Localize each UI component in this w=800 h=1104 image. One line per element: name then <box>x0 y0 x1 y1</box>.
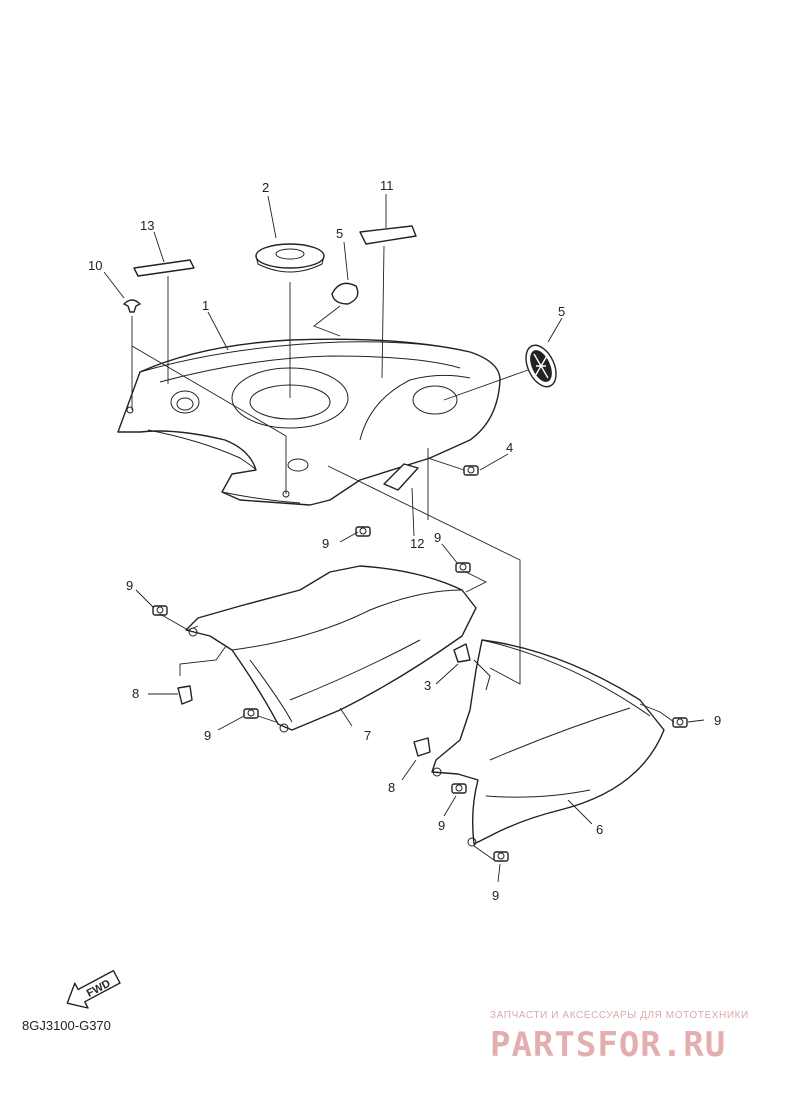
callout-3: 3 <box>424 678 431 693</box>
bolt-part-9-g <box>493 851 509 862</box>
bolt-part-9-c <box>152 605 168 616</box>
bolt-part-9-d <box>243 708 259 719</box>
callout-8-left: 8 <box>132 686 139 701</box>
callout-5-right: 5 <box>558 304 565 319</box>
watermark-logo: PARTSFOR.RU <box>490 1025 727 1065</box>
callout-1: 1 <box>202 298 209 313</box>
nut-clip-part-8-right <box>413 737 431 757</box>
callout-10: 10 <box>88 258 102 273</box>
bolt-part-9-b <box>455 562 471 573</box>
clip-part-3 <box>453 643 471 663</box>
callout-5-upper: 5 <box>336 226 343 241</box>
fwd-arrow-icon: FWD <box>66 969 121 1009</box>
diagram-code: 8GJ3100-G370 <box>22 1018 111 1033</box>
rivet-part-10 <box>123 299 141 313</box>
callout-12: 12 <box>410 536 424 551</box>
callout-13: 13 <box>140 218 154 233</box>
fwd-label: FWD <box>85 978 113 1000</box>
label-part-12 <box>383 463 419 491</box>
nut-clip-part-8-left <box>177 685 193 705</box>
callout-6: 6 <box>596 822 603 837</box>
callout-9-c: 9 <box>126 578 133 593</box>
bolt-part-4 <box>463 465 479 476</box>
callout-9-e: 9 <box>714 713 721 728</box>
callout-8-right: 8 <box>388 780 395 795</box>
callout-9-f: 9 <box>438 818 445 833</box>
side-panel-right-part-6 <box>431 639 665 847</box>
callout-9-d: 9 <box>204 728 211 743</box>
bolt-part-9-f <box>451 783 467 794</box>
callout-9-a: 9 <box>322 536 329 551</box>
callout-11: 11 <box>380 178 394 193</box>
label-part-11 <box>359 225 417 245</box>
bolt-part-9-e <box>672 717 688 728</box>
callout-7: 7 <box>364 728 371 743</box>
emblem-logo-part-5 <box>525 344 557 388</box>
tank-cover-part <box>117 338 501 506</box>
callout-9-g: 9 <box>492 888 499 903</box>
watermark-subtitle: ЗАПЧАСТИ И АКСЕССУАРЫ ДЛЯ МОТОТЕХНИКИ <box>490 1010 749 1021</box>
bolt-part-9-a <box>355 526 371 537</box>
emblem-part-5-upper <box>331 282 359 305</box>
callout-9-b: 9 <box>434 530 441 545</box>
pad-part-13 <box>133 259 195 277</box>
leader-lines <box>103 194 705 883</box>
filler-ring-part <box>255 243 325 273</box>
callout-4: 4 <box>506 440 513 455</box>
callout-2: 2 <box>262 180 269 195</box>
side-panel-left-part-7 <box>185 565 477 733</box>
